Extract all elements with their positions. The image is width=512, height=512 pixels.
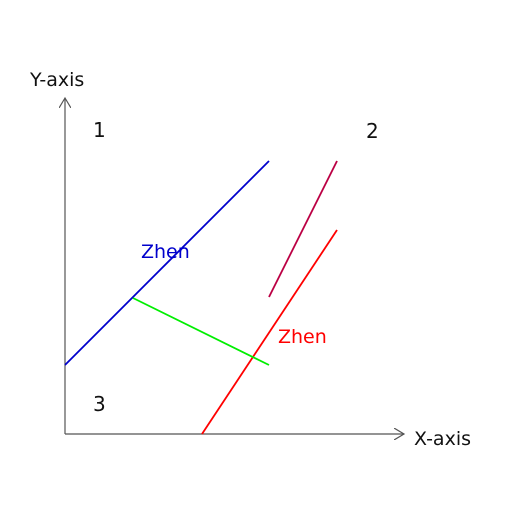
red-line-label: Zhen xyxy=(278,326,327,348)
region-label-3: 3 xyxy=(93,392,106,416)
blue-line xyxy=(64,160,270,366)
crimson-line xyxy=(268,160,338,298)
x-axis-label: X-axis xyxy=(414,428,471,450)
y-axis-label: Y-axis xyxy=(29,69,84,91)
blue-line-label: Zhen xyxy=(141,241,190,263)
region-label-2: 2 xyxy=(366,119,379,143)
red-line xyxy=(201,229,338,435)
green-connector-line xyxy=(132,297,270,366)
region-label-1: 1 xyxy=(93,118,106,142)
